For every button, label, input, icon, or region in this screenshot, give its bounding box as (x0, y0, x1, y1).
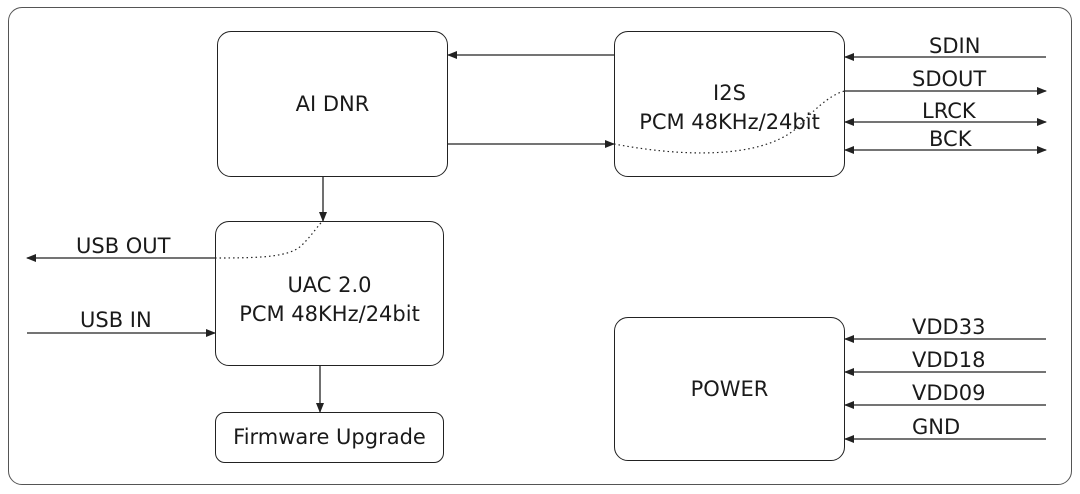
i2s-format: PCM 48KHz/24bit (639, 110, 820, 134)
power-label: POWER (690, 376, 769, 401)
gnd-label: GND (912, 415, 961, 439)
usb-out-label: USB OUT (76, 234, 171, 258)
sdin-label: SDIN (929, 34, 981, 58)
uac-block: UAC 2.0 PCM 48KHz/24bit (215, 221, 444, 366)
vdd33-label: VDD33 (912, 315, 986, 339)
bck-label: BCK (929, 127, 972, 151)
i2s-block: I2S PCM 48KHz/24bit (614, 31, 845, 177)
sdout-label: SDOUT (912, 67, 987, 91)
firmware-upgrade-label: Firmware Upgrade (233, 425, 426, 449)
i2s-title: I2S (713, 81, 746, 105)
lrck-label: LRCK (922, 99, 976, 123)
uac-format: PCM 48KHz/24bit (239, 301, 420, 326)
ai-dnr-block: AI DNR (217, 31, 448, 177)
ai-dnr-label: AI DNR (295, 91, 370, 116)
vdd18-label: VDD18 (912, 348, 986, 372)
vdd09-label: VDD09 (912, 381, 986, 405)
firmware-upgrade-block: Firmware Upgrade (215, 412, 444, 463)
diagram-frame (8, 7, 1072, 485)
dotted-bypass-uac (214, 220, 324, 259)
usb-in-label: USB IN (80, 308, 152, 332)
power-block: POWER (614, 317, 845, 461)
uac-title: UAC 2.0 (287, 272, 372, 297)
